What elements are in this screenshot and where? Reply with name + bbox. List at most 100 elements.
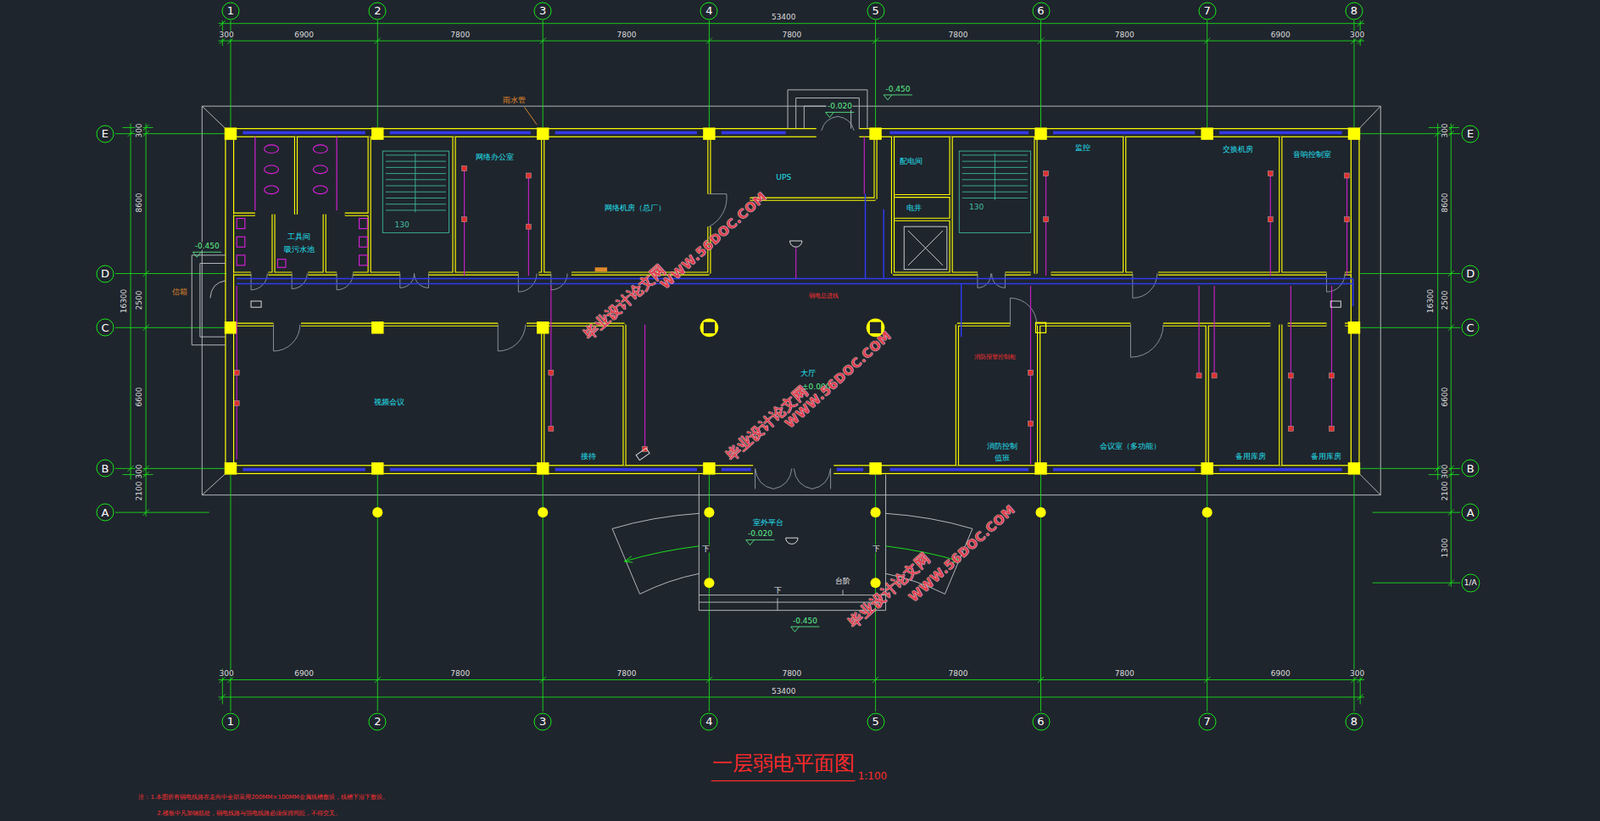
room-label: 备用库房 xyxy=(1234,451,1267,460)
outlet-symbol xyxy=(1328,373,1334,379)
window xyxy=(1053,131,1195,135)
room-area: 配电间 xyxy=(894,137,951,196)
axis-bubble: E xyxy=(95,124,115,144)
room-area: 室外平台-0.020 xyxy=(698,474,886,611)
room-label: 视频会议 xyxy=(373,398,406,407)
axis-bubble: D xyxy=(1460,264,1480,284)
dimension-text: 7800 xyxy=(1114,30,1136,39)
axis-grid xyxy=(115,20,1461,712)
drawing-title: 一层弱电平面图 xyxy=(712,752,855,774)
axis-bubble: C xyxy=(1460,317,1480,337)
axis-bubble: C xyxy=(95,317,115,337)
axis-label: 4 xyxy=(705,5,713,17)
dimension-text: 53400 xyxy=(770,686,798,695)
level-mark: -0.450 xyxy=(791,616,819,625)
axis-bubble: 1 xyxy=(221,1,240,21)
axis-bubble: 6 xyxy=(1031,712,1051,731)
columns xyxy=(224,462,237,474)
columns xyxy=(224,321,237,334)
room-label: 消防控制 xyxy=(986,441,1019,450)
room-label: 值班 xyxy=(993,454,1011,463)
columns xyxy=(870,507,881,518)
entrance-steps xyxy=(612,512,699,594)
room-label: UPS xyxy=(774,173,792,182)
axis-label: C xyxy=(1466,322,1475,334)
stair xyxy=(382,150,449,233)
room-label: -0.020 xyxy=(747,529,774,538)
dimension-text: 7800 xyxy=(947,669,970,678)
sanitary-fixture xyxy=(359,236,368,247)
entrance-steps xyxy=(698,474,886,611)
drawing-scale: 1:100 xyxy=(857,770,889,781)
outlet-symbol xyxy=(525,223,531,229)
axis-circle xyxy=(96,503,114,521)
outlet-symbol xyxy=(1267,217,1273,223)
outlet-symbol xyxy=(234,400,240,406)
column-detail xyxy=(869,321,881,334)
outlet-symbol xyxy=(1043,217,1049,223)
cable-note: 弱电总进线 xyxy=(808,292,840,299)
room-area: 交换机房 xyxy=(1126,137,1282,274)
axis-bubble: E xyxy=(1460,124,1480,144)
rain-pipe xyxy=(524,106,537,124)
outlet-symbol xyxy=(462,166,468,172)
columns xyxy=(870,577,881,588)
pipe-note: 雨水管 xyxy=(501,95,527,104)
sanitary-fixture xyxy=(264,144,279,154)
dimension-text: 16300 xyxy=(119,288,128,315)
axis-label: 1 xyxy=(227,715,235,727)
axis-circle xyxy=(1032,713,1050,731)
columns xyxy=(536,127,549,140)
columns xyxy=(1034,462,1047,474)
room-area: 备用库房 xyxy=(1209,327,1281,465)
axis-bubble: D xyxy=(95,264,115,284)
dimension-text: 300 xyxy=(134,462,143,480)
outlet-symbol xyxy=(1344,217,1350,223)
column-detail xyxy=(702,321,715,334)
rain-pipe xyxy=(595,267,608,272)
axis-label: 5 xyxy=(871,5,879,17)
axis-label: D xyxy=(1466,267,1475,279)
axis-label: E xyxy=(1466,128,1474,140)
columns xyxy=(869,462,881,474)
outlet-symbol xyxy=(525,172,531,179)
title-underline xyxy=(711,780,856,781)
dimension-text: 300 xyxy=(218,30,235,39)
stair-direction: 下 xyxy=(701,545,711,553)
window xyxy=(889,468,1029,472)
axis-circle xyxy=(1461,265,1479,283)
dimension-text: 300 xyxy=(134,122,143,139)
axis-bubble: 4 xyxy=(699,1,719,21)
level-mark: -0.450 xyxy=(194,242,221,251)
dimension-text: 300 xyxy=(1441,122,1450,139)
window xyxy=(1219,468,1342,472)
room-label: 电井 xyxy=(905,204,923,212)
dimension-text: 7800 xyxy=(947,30,970,39)
room-label: 接待 xyxy=(579,451,597,460)
outlet-symbol xyxy=(1287,373,1294,379)
dimension-text: 6600 xyxy=(1441,386,1450,408)
device-symbol xyxy=(635,447,650,460)
columns xyxy=(702,127,715,140)
axis-circle xyxy=(1461,318,1479,336)
columns xyxy=(1202,507,1213,518)
room-label: 网络办公室 xyxy=(474,153,515,162)
sanitary-fixture xyxy=(312,185,328,195)
room-area: 网络办公室 xyxy=(457,137,543,274)
columns xyxy=(371,462,384,474)
outlet-symbol xyxy=(1344,172,1350,179)
axis-bubble: 7 xyxy=(1198,1,1217,21)
axis-label: A xyxy=(1466,507,1475,519)
axis-circle xyxy=(96,459,114,477)
interior-wall xyxy=(234,136,1352,466)
outlet-symbol xyxy=(1328,425,1334,431)
entrance-opening xyxy=(752,462,834,476)
stair xyxy=(382,150,1031,233)
room-area: 音响控制室 xyxy=(1282,137,1357,274)
room-area: 视频会议 xyxy=(234,327,544,465)
stair xyxy=(385,153,446,213)
outlet-symbol xyxy=(1267,171,1273,177)
interior-wall xyxy=(234,136,1352,466)
columns xyxy=(1034,127,1047,140)
axis-circle xyxy=(368,713,386,731)
